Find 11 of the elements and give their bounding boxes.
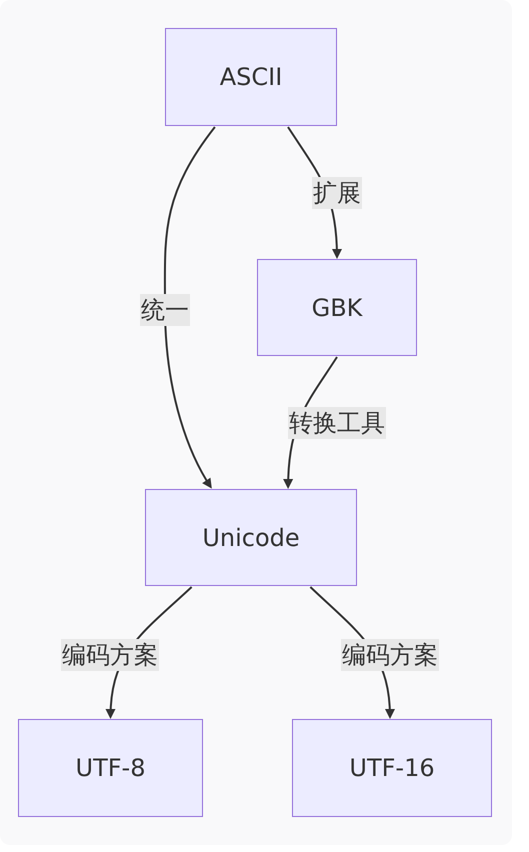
process-box: UTF-8 bbox=[18, 719, 203, 817]
process-box: ASCII bbox=[165, 28, 337, 126]
process-box: UTF-16 bbox=[292, 719, 492, 817]
arrow bbox=[164, 126, 216, 489]
edge-label: 统一 bbox=[140, 294, 190, 326]
edge-label: 编码方案 bbox=[61, 639, 159, 671]
edge-label: 扩展 bbox=[312, 177, 362, 209]
edge-label: 编码方案 bbox=[341, 639, 439, 671]
process-box: GBK bbox=[257, 259, 417, 356]
process-box: Unicode bbox=[145, 489, 357, 586]
edge-label: 转换工具 bbox=[288, 407, 386, 439]
